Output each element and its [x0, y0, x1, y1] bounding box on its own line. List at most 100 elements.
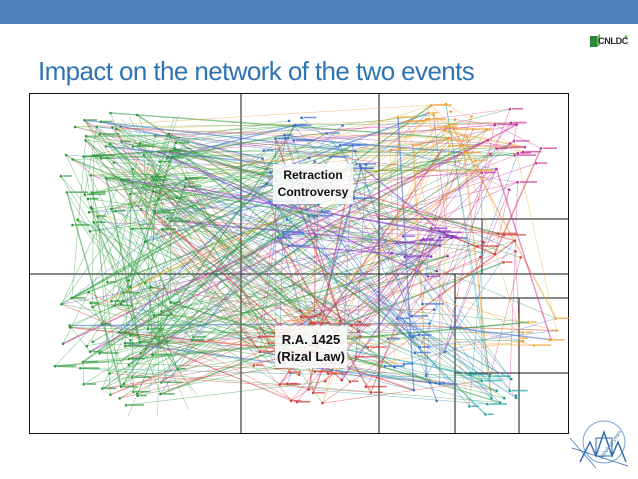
rizal-law-label-line1: R.A. 1425: [282, 332, 341, 347]
network-node: [516, 181, 519, 184]
network-node: [421, 303, 424, 306]
network-node: [413, 389, 416, 392]
node-label-mark: [123, 386, 138, 388]
network-node: [486, 403, 489, 406]
node-label-mark: [513, 122, 526, 124]
network-node: [300, 315, 303, 318]
network-node: [268, 342, 271, 345]
network-node: [132, 145, 135, 148]
network-node: [496, 147, 499, 150]
node-label-mark: [180, 368, 187, 370]
node-label-mark: [552, 339, 565, 341]
node-label-mark: [414, 315, 429, 317]
node-label-mark: [451, 124, 457, 126]
network-edge: [464, 153, 523, 342]
network-node: [486, 128, 489, 131]
network-node: [89, 302, 92, 305]
node-label-mark: [63, 175, 72, 177]
node-label-mark: [475, 128, 492, 130]
network-node: [495, 389, 498, 392]
node-label-mark: [90, 198, 99, 200]
network-node: [277, 237, 280, 240]
network-node: [515, 394, 518, 397]
node-label-mark: [156, 179, 168, 181]
network-node: [489, 153, 492, 156]
node-label-mark: [446, 232, 462, 234]
network-node: [74, 126, 77, 129]
node-label-mark: [499, 148, 508, 150]
node-label-mark: [292, 371, 301, 373]
network-node: [436, 270, 439, 273]
node-label-mark: [538, 162, 547, 164]
network-node: [269, 171, 272, 174]
network-node: [166, 340, 169, 343]
node-label-mark: [354, 325, 371, 327]
network-node: [355, 356, 358, 359]
network-node: [439, 236, 442, 239]
node-label-mark: [517, 154, 537, 156]
network-edge: [366, 169, 497, 387]
network-node: [408, 334, 411, 337]
node-label-mark: [422, 346, 431, 348]
network-node: [66, 191, 69, 194]
node-label-mark: [358, 356, 378, 358]
network-node: [139, 352, 142, 355]
network-node: [266, 183, 269, 186]
network-node: [166, 217, 169, 220]
node-label-mark: [262, 336, 276, 338]
network-node: [184, 185, 187, 188]
network-node: [105, 145, 108, 148]
node-label-mark: [466, 152, 481, 154]
network-node: [87, 291, 90, 294]
node-label-mark: [441, 230, 451, 232]
network-node: [83, 383, 86, 386]
network-node: [131, 376, 134, 379]
network-node: [85, 135, 88, 138]
network-node: [489, 375, 492, 378]
network-node: [113, 161, 116, 164]
node-label-mark: [178, 142, 190, 144]
network-node: [290, 400, 293, 403]
network-node: [484, 413, 487, 416]
network-node: [86, 345, 89, 348]
node-label-mark: [287, 134, 293, 136]
network-node: [487, 139, 490, 142]
network-node: [253, 364, 256, 367]
header-band: [0, 0, 638, 24]
network-node: [79, 367, 82, 370]
node-label-mark: [333, 156, 349, 158]
network-node: [480, 171, 483, 174]
network-node: [128, 364, 131, 367]
network-node: [482, 241, 485, 244]
node-label-mark: [155, 190, 162, 192]
network-node: [166, 157, 169, 160]
node-label-mark: [100, 215, 107, 217]
network-node: [450, 139, 453, 142]
network-node: [109, 143, 112, 146]
network-node: [308, 157, 311, 160]
network-node: [438, 230, 441, 233]
node-label-mark: [85, 361, 98, 363]
network-node: [82, 155, 85, 158]
network-node: [279, 383, 282, 386]
network-node: [466, 136, 469, 139]
node-label-mark: [134, 228, 154, 230]
node-label-mark: [134, 376, 151, 378]
network-node: [495, 168, 498, 171]
network-node: [91, 207, 94, 210]
network-node: [443, 351, 446, 354]
network-node: [515, 123, 518, 126]
node-label-mark: [497, 124, 516, 126]
node-label-mark: [113, 300, 123, 302]
network-node: [327, 372, 330, 375]
network-node: [434, 382, 437, 385]
network-node: [122, 292, 125, 295]
node-label-mark: [293, 400, 301, 402]
node-label-mark: [354, 168, 373, 170]
node-label-mark: [500, 233, 517, 235]
network-node: [359, 321, 362, 324]
network-node: [151, 353, 154, 356]
network-node: [429, 381, 432, 384]
slide-title: Impact on the network of the two events: [38, 56, 474, 87]
network-node: [161, 228, 164, 231]
